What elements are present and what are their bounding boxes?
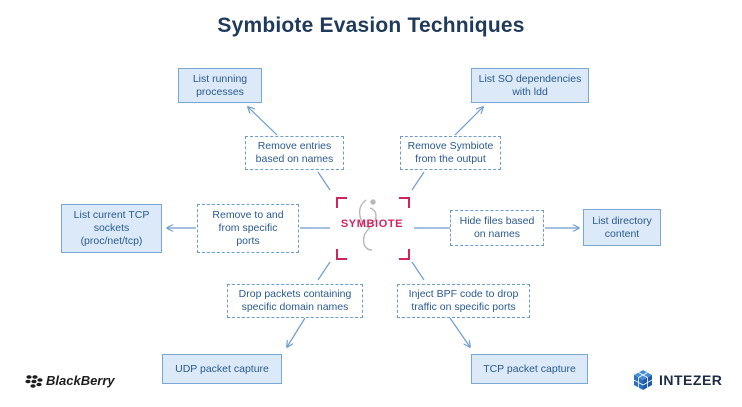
center-bracket-corner-br	[399, 249, 410, 260]
arrow-to-list-so-dependencies	[454, 107, 483, 136]
technique-remove-symbiote: Remove Symbiote from the output	[400, 136, 501, 170]
intezer-logo-text: INTEZER	[659, 372, 723, 388]
blackberry-logo-text: BlackBerry	[46, 373, 115, 388]
line-center-to-inject-bpf	[411, 261, 425, 281]
technique-drop-packets: Drop packets containing specific domain …	[227, 284, 363, 318]
line-center-to-drop-packets	[317, 261, 331, 281]
line-center-to-remove-symbiote	[411, 171, 425, 191]
node-list-directory-content: List directory content	[583, 209, 661, 246]
technique-remove-ports: Remove to and from specific ports	[197, 204, 299, 253]
arrow-to-tcp-capture	[449, 317, 470, 347]
arrow-to-udp-capture	[287, 317, 306, 347]
line-center-to-remove-entries	[317, 171, 331, 191]
diagram-title: Symbiote Evasion Techniques	[217, 14, 525, 37]
symbiote-mascot-graphic	[358, 199, 377, 251]
center-bracket-corner-tr	[399, 197, 410, 208]
node-list-so-dependencies: List SO dependencies with ldd	[471, 68, 589, 103]
node-list-running-processes: List running processes	[178, 68, 262, 103]
center-bracket-corner-bl	[336, 249, 347, 260]
symbiote-label: SYMBIOTE	[340, 218, 404, 230]
blackberry-logo: BlackBerry	[25, 373, 115, 388]
technique-hide-files: Hide files based on names	[450, 210, 544, 246]
center-bracket-corner-tl	[336, 197, 347, 208]
node-udp-packet-capture: UDP packet capture	[162, 354, 282, 384]
node-tcp-packet-capture: TCP packet capture	[471, 354, 588, 384]
arrow-to-list-running-processes	[248, 107, 278, 136]
node-list-current-tcp: List current TCP sockets (proc/net/tcp)	[61, 204, 162, 253]
technique-inject-bpf: Inject BPF code to drop traffic on speci…	[397, 284, 530, 318]
blackberry-icon	[25, 374, 43, 388]
intezer-cube-icon	[633, 370, 653, 390]
technique-remove-entries: Remove entries based on names	[245, 136, 344, 170]
intezer-logo: INTEZER	[632, 369, 722, 391]
